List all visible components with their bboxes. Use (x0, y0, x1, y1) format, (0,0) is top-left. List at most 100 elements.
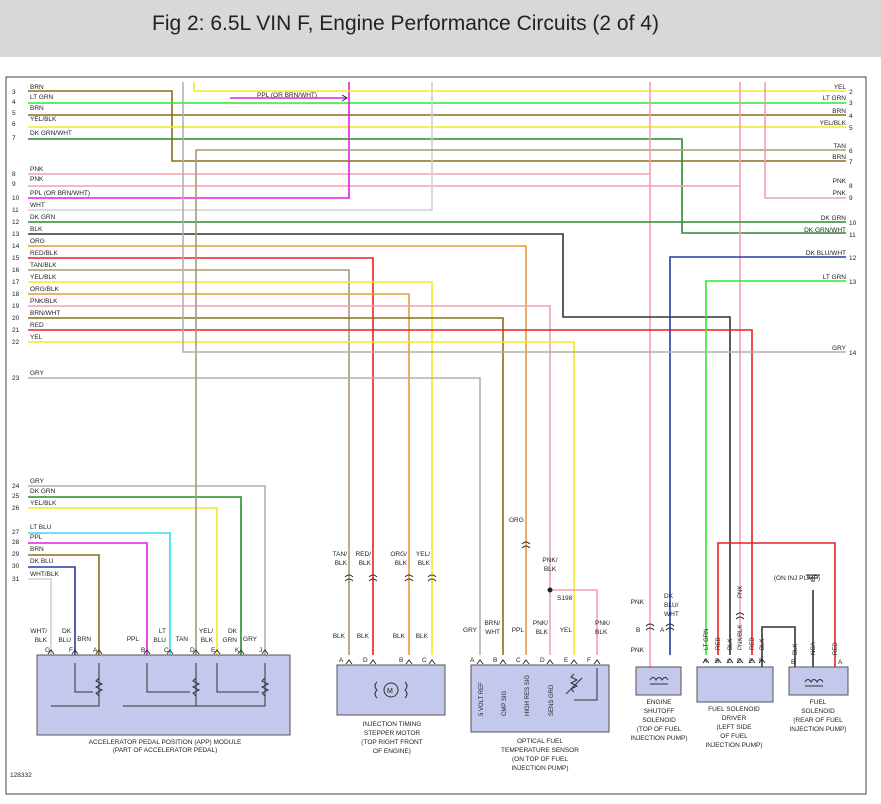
app-caption-1: ACCELERATOR PEDAL POSITION (APP) MODULE (89, 739, 242, 746)
right-wire-label-12: DK BLU/WHT (806, 250, 846, 257)
wire-brn-29 (28, 554, 100, 655)
thermistor-icon (565, 673, 583, 695)
left-wire-label-23: GRY (30, 370, 45, 377)
pin-arrow (95, 649, 103, 655)
optical-pin-F: F (587, 657, 591, 664)
optical-caption-3: INJECTION PUMP) (511, 765, 568, 772)
fuel-solenoid-wire-label-2: RED (833, 642, 839, 655)
pin-arrow (213, 649, 221, 655)
driver-upper-label: PNK (738, 586, 744, 598)
left-wire-label-31: WHT/BLK (30, 571, 60, 578)
left-wire-number-27: 27 (12, 529, 20, 536)
wire-pnk-8 (28, 173, 651, 640)
resistor-icon-0 (94, 677, 104, 697)
pin-arrow (726, 658, 734, 664)
right-wire-number-3: 3 (849, 100, 853, 107)
driver-pin-F: F (759, 658, 763, 665)
right-wire-number-2: 2 (849, 89, 853, 96)
inline-connector (427, 574, 437, 578)
pin-arrow (71, 649, 79, 655)
pot-wiper-0 (74, 663, 93, 693)
fuel-solenoid-pin-B: B (791, 659, 795, 666)
wire-gry-14 (182, 82, 846, 353)
right-wire-label-7: BRN (832, 154, 846, 161)
wire-wht-11 (28, 82, 433, 211)
left-wire-label-24: GRY (30, 478, 45, 485)
pin-arrow (702, 658, 710, 664)
optical-wire-label-2: PPL (512, 627, 525, 634)
optical-pin-C: C (516, 657, 521, 664)
left-wire-number-26: 26 (12, 505, 20, 512)
page-title: Fig 2: 6.5L VIN F, Engine Performance Ci… (152, 12, 659, 35)
right-wire-label-3: LT GRN (823, 95, 847, 102)
wire-gry-23 (28, 377, 481, 655)
stepper-top-label-3: BLK (418, 560, 431, 567)
stepper-wire-label-2: BLK (393, 633, 406, 640)
right-wire-number-10: 10 (849, 220, 857, 227)
left-wire-label-27: LT BLU (30, 524, 52, 531)
right-wire-number-12: 12 (849, 255, 857, 262)
wire-org-14 (28, 245, 527, 655)
wire-ppl-28 (28, 542, 148, 655)
pot-lead-0 (51, 663, 100, 707)
s198-label: S198 (557, 595, 573, 602)
right-wire-label-8: PNK (833, 178, 847, 185)
driver-caption-1: DRIVER (722, 715, 747, 722)
right-wire-label-5: YEL/BLK (820, 120, 847, 127)
right-wire-number-14: 14 (849, 350, 857, 357)
pin-arrow (192, 649, 200, 655)
app-pin-B: B (141, 647, 145, 654)
left-wire-label-6: YEL/BLK (30, 116, 57, 123)
inline-connector (521, 545, 531, 549)
resistor-icon-1 (191, 677, 201, 697)
driver-caption-4: INJECTION PUMP) (705, 742, 762, 749)
wire-wht-blk-31 (28, 578, 52, 655)
pin-arrow (593, 659, 601, 665)
left-wire-label-14: ORG (30, 238, 45, 245)
optical-signal-3: SENS GRD (549, 684, 555, 716)
wire-red-solenoid (717, 542, 836, 667)
optical-wire-label-3b: BLK (536, 629, 549, 636)
left-wire-label-29: BRN (30, 546, 44, 553)
pin-arrow (369, 659, 377, 665)
s198-splice-dot (547, 587, 553, 593)
left-wire-label-5: BRN (30, 105, 44, 112)
driver-caption-3: OF FUEL (720, 733, 748, 740)
left-wire-number-16: 16 (12, 267, 20, 274)
wire-ppl-10 (28, 82, 350, 199)
optical-wire-label-3a: PNK/ (533, 620, 548, 627)
left-wire-number-20: 20 (12, 315, 20, 322)
figure-number: 128332 (10, 772, 32, 779)
stepper-pin-D: D (363, 657, 368, 664)
left-wire-number-14: 14 (12, 243, 20, 250)
wire-gry-24 (28, 485, 266, 655)
right-wire-number-13: 13 (849, 279, 857, 286)
right-wire-label-11: DK GRN/WHT (804, 227, 846, 234)
stepper-pin-A: A (339, 657, 344, 664)
inline-connector (521, 541, 531, 545)
app-pin-G: G (45, 647, 50, 654)
left-wire-label-19: PNK/BLK (30, 298, 58, 305)
app-caption-2: (PART OF ACCELERATOR PEDAL) (113, 747, 218, 754)
optical-upper-label-b: BLK (544, 566, 557, 573)
ppl-arrow-icon (341, 94, 348, 102)
wire-lt-blu-27 (28, 532, 171, 655)
driver-pin-E: E (749, 658, 754, 665)
right-wire-label-14: GRY (832, 345, 847, 352)
left-wire-number-11: 11 (12, 207, 19, 214)
wire-tan-blk-16 (28, 269, 350, 655)
components (36, 94, 849, 736)
driver-caption-0: FUEL SOLENOID (708, 706, 760, 713)
app-wire-label-3: PPL (127, 636, 140, 643)
right-wire-label-2: YEL (834, 84, 847, 91)
left-wire-label-11: WHT (30, 202, 45, 209)
shutoff-caption-1: SHUTOFF (644, 708, 675, 715)
left-wire-label-26: YEL/BLK (30, 500, 57, 507)
pin-arrow (476, 659, 484, 665)
app-wire-label-8: GRY (243, 636, 258, 643)
driver-wire-label-5: BLK (760, 639, 766, 650)
app-wire-label-4: BLU (153, 637, 166, 644)
left-wire-label-4: LT GRN (30, 94, 54, 101)
inline-connector (735, 612, 745, 616)
